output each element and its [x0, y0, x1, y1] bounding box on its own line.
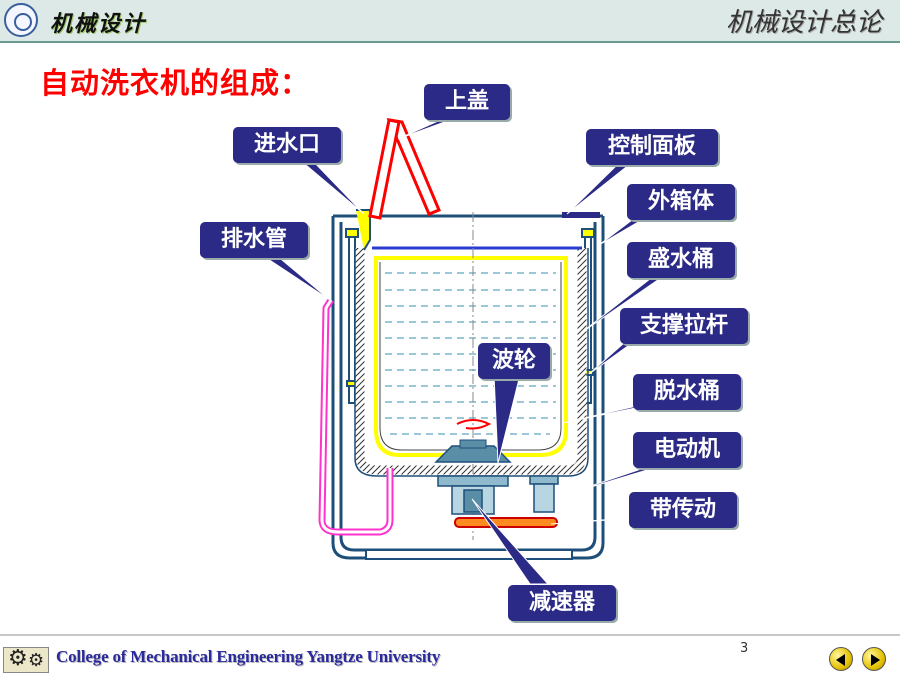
label-water-tub: 盛水桶 [627, 242, 735, 278]
section-title: 机械设计总论 [725, 8, 882, 38]
label-water-inlet: 进水口 [233, 127, 341, 163]
control-panel-shape [562, 212, 600, 218]
callout-pointers [260, 111, 667, 585]
label-belt-drive: 带传动 [629, 492, 737, 528]
header-bar [0, 0, 900, 42]
university-logo [4, 3, 38, 37]
course-title: 机械设计 [50, 12, 147, 37]
motor-shape [529, 475, 559, 513]
page-number: 3 [740, 641, 749, 656]
support-rods [345, 228, 595, 404]
footer-bar: College of Mechanical Engineering Yangtz… [0, 643, 900, 675]
label-spin-tub: 脱水桶 [633, 374, 741, 410]
water-inlet-shape [356, 209, 371, 251]
next-slide-button[interactable] [862, 647, 886, 671]
spin-tub-shape [374, 256, 568, 457]
label-support-rod: 支撑拉杆 [620, 308, 748, 344]
impeller-shape [434, 419, 512, 463]
label-outer-case: 外箱体 [627, 184, 735, 220]
label-lid: 上盖 [424, 84, 510, 120]
label-reducer: 减速器 [508, 585, 616, 621]
label-motor: 电动机 [633, 432, 741, 468]
label-control-panel: 控制面板 [586, 129, 718, 165]
water-fill-lines [385, 272, 556, 435]
label-impeller: 波轮 [478, 343, 550, 379]
previous-slide-button[interactable] [829, 647, 853, 671]
label-drain-pipe: 排水管 [200, 222, 308, 258]
slide-heading: 自动洗衣机的组成： [40, 66, 311, 100]
reducer-shape [437, 475, 509, 515]
lid-shape [368, 118, 441, 220]
footer-text: College of Mechanical Engineering Yangtz… [56, 647, 441, 666]
belt-drive-shape [454, 517, 558, 528]
water-tub-shape [355, 248, 587, 475]
footer-divider [0, 634, 900, 636]
gear-logo-icon [3, 646, 49, 673]
header-divider [0, 41, 900, 43]
